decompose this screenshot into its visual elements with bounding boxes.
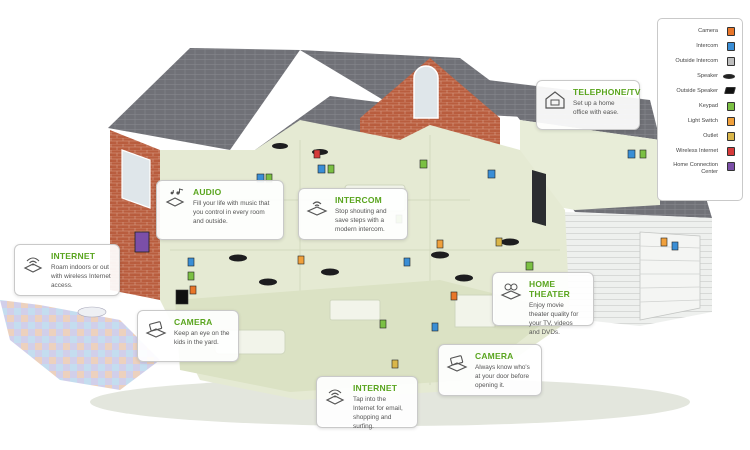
intercom-waves-icon <box>306 201 328 216</box>
legend-item: Outside Speaker <box>662 84 738 99</box>
film-reel-icon <box>500 283 522 300</box>
patio <box>0 300 160 390</box>
callout-text: Stop shouting and save steps with a mode… <box>335 208 387 233</box>
callout-internet-bottom: INTERNET Tap into the Internet for email… <box>316 376 418 430</box>
outside-speaker-icon <box>724 87 736 94</box>
ceiling-speaker <box>431 251 449 259</box>
callout-text: Set up a home office with ease. <box>573 100 619 116</box>
wall-devices <box>187 149 679 369</box>
home-connection-center-box <box>134 231 150 253</box>
camera-icon <box>145 321 167 338</box>
outside-intercom-icon <box>727 57 735 66</box>
callout-text: Keep an eye on the kids in the yard. <box>174 330 230 346</box>
callout-title: INTERNET <box>353 383 398 393</box>
callout-audio: AUDIO Fill your life with music that you… <box>156 180 284 240</box>
legend-label: Speaker <box>697 73 718 79</box>
camera-icon <box>727 27 735 36</box>
callout-telephone-tv: TELEPHONE/TV Set up a home office with e… <box>536 80 640 130</box>
house-phone-icon <box>545 91 565 109</box>
callout-title: INTERNET <box>51 251 96 261</box>
patio-table <box>77 306 107 318</box>
callout-title: CAMERA <box>475 351 514 361</box>
ceiling-speaker <box>321 268 339 276</box>
legend-item: Speaker <box>662 69 738 84</box>
legend-label: Keypad <box>699 103 718 109</box>
legend-item: Wireless Internet <box>662 144 738 159</box>
legend-label: Outside Speaker <box>676 88 718 94</box>
outside-speaker-box <box>175 289 189 305</box>
callout-camera-right: CAMERA Always know who's at your door be… <box>438 344 542 396</box>
legend-label: Intercom <box>696 43 718 49</box>
legend-item: Keypad <box>662 99 738 114</box>
left-window <box>121 149 151 209</box>
home-connection-center-icon <box>727 162 735 171</box>
ceiling-speaker <box>501 238 519 246</box>
legend-label: Camera <box>698 28 718 34</box>
light-switch-icon <box>727 117 735 126</box>
garage-door <box>639 231 701 321</box>
callout-title: AUDIO <box>193 187 222 197</box>
legend-item: Camera <box>662 24 738 39</box>
legend-label: Outlet <box>703 133 718 139</box>
speaker-icon <box>723 74 735 79</box>
wifi-icon <box>325 389 345 405</box>
main-roof-left <box>108 48 300 150</box>
wifi-icon <box>23 257 43 273</box>
table <box>329 299 381 321</box>
tv-console <box>454 294 496 328</box>
callout-internet-left: INTERNET Roam indoors or out with wirele… <box>14 244 120 296</box>
callout-text: Enjoy movie theater quality for your TV,… <box>529 302 579 336</box>
wireless-internet-icon <box>727 147 735 156</box>
ceiling-speaker <box>272 143 288 149</box>
callout-text: Always know who's at your door before op… <box>475 364 530 389</box>
callout-title: TELEPHONE/TV <box>573 87 641 97</box>
keypad-icon <box>727 102 735 111</box>
callout-camera-left: CAMERA Keep an eye on the kids in the ya… <box>137 310 239 362</box>
legend-item: Outlet <box>662 129 738 144</box>
callout-text: Fill your life with music that you contr… <box>193 200 270 225</box>
callout-title: CAMERA <box>174 317 213 327</box>
callout-home-theater: HOME THEATER Enjoy movie theater quality… <box>492 272 594 336</box>
legend-item: Home Connection Center <box>662 159 738 183</box>
legend-label: Outside Intercom <box>675 58 718 64</box>
ceiling-speaker <box>455 274 473 282</box>
legend-label: Light Switch <box>687 118 718 124</box>
ceiling-speaker <box>259 278 277 286</box>
callout-title: INTERCOM <box>335 195 382 205</box>
right-wing-wall <box>520 120 660 210</box>
intercom-icon <box>727 42 735 51</box>
music-notes-icon <box>165 188 185 207</box>
legend-label: Home Connection Center <box>673 162 718 175</box>
legend-item: Light Switch <box>662 114 738 129</box>
arched-window <box>413 65 439 119</box>
camera-icon <box>446 355 468 372</box>
callout-text: Roam indoors or out with wireless Intern… <box>51 264 111 289</box>
outlet-icon <box>727 132 735 141</box>
right-shutter <box>532 170 546 226</box>
callout-title: HOME THEATER <box>529 279 570 299</box>
callout-text: Tap into the Internet for email, shoppin… <box>353 396 403 430</box>
legend-item: Outside Intercom <box>662 54 738 69</box>
callout-intercom: INTERCOM Stop shouting and save steps wi… <box>298 188 408 240</box>
ceiling-speaker <box>229 254 247 262</box>
legend-label: Wireless Internet <box>676 148 718 154</box>
legend-item: Intercom <box>662 39 738 54</box>
